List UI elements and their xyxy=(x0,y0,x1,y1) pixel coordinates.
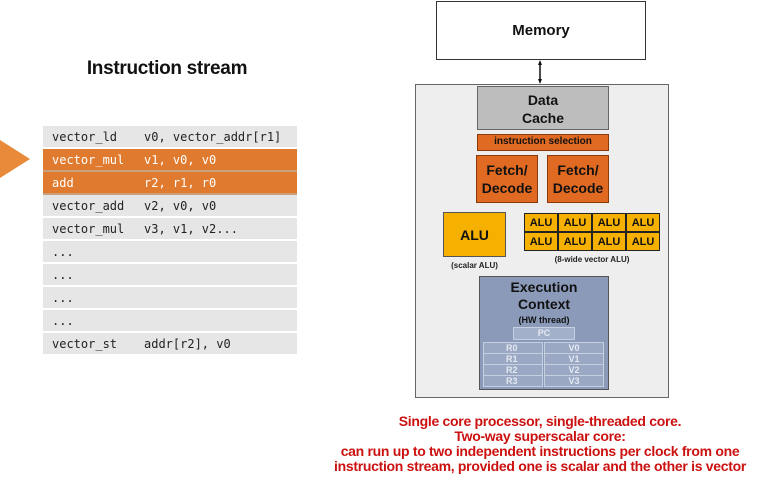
instruction-operands: v2, v0, v0 xyxy=(144,199,217,213)
vector-alu-lane: ALU xyxy=(525,233,557,250)
memory-cache-link-icon xyxy=(538,60,542,84)
vector-alu-lane: ALU xyxy=(593,233,625,250)
instruction-opcode: vector_ld xyxy=(52,130,118,144)
fetch-decode-label-1: Fetch/ xyxy=(486,162,528,178)
fetch-decode-label-2: Decode xyxy=(552,180,604,196)
fetch-decode-unit-2: Fetch/ Decode xyxy=(547,155,609,203)
scalar-register: R1 xyxy=(484,354,542,365)
vector-alu-lane: ALU xyxy=(593,214,625,231)
instruction-operands: v3, v1, v2... xyxy=(144,222,238,236)
instruction-row: vector_add v2, v0, v0 xyxy=(43,195,297,216)
data-cache-label-2: Cache xyxy=(521,110,565,126)
execution-context-title: Execution Context xyxy=(479,279,609,313)
instruction-stream-list: vector_ld v0, vector_addr[r1] vector_mul v1… xyxy=(43,126,297,356)
fetch-decode-unit-1: Fetch/ Decode xyxy=(476,155,538,203)
instruction-opcode: vector_st xyxy=(52,337,118,351)
instruction-opcode: vector_add xyxy=(52,199,125,213)
execution-context-title-1: Execution xyxy=(510,279,578,295)
vector-alu-lane: ALU xyxy=(525,214,557,231)
scalar-register: R2 xyxy=(484,365,542,376)
instruction-row: ... xyxy=(43,241,297,262)
execution-context-title-2: Context xyxy=(517,296,571,312)
vector-alu-lane: ALU xyxy=(627,233,659,250)
scalar-register: R3 xyxy=(506,376,518,386)
instruction-selection: instruction selection xyxy=(477,134,609,151)
caption-line-1: Single core processor, single-threaded c… xyxy=(398,413,682,429)
data-cache-label-1: Data xyxy=(527,92,559,108)
vector-register: V1 xyxy=(545,354,603,365)
fetch-decode-label-1: Fetch/ xyxy=(557,162,599,178)
instruction-row: vector_mul v3, v1, v2... xyxy=(43,218,297,239)
vector-register: V0 xyxy=(545,343,603,354)
instruction-operands: addr[r2], v0 xyxy=(144,337,231,351)
instruction-operands: r2, r1, r0 xyxy=(144,176,217,190)
scalar-alu-caption: (scalar ALU) xyxy=(451,261,498,270)
instruction-row: add r2, r1, r0 xyxy=(43,172,297,193)
program-counter: PC xyxy=(513,327,575,340)
scalar-register: R0 xyxy=(484,343,542,354)
instruction-row: vector_mul v1, v0, v0 xyxy=(43,149,297,170)
instruction-opcode: vector_mul xyxy=(52,153,125,167)
instruction-opcode: vector_mul xyxy=(52,222,125,236)
scalar-alu: ALU xyxy=(443,212,506,257)
vector-alu-lane: ALU xyxy=(559,233,591,250)
instruction-opcode: ... xyxy=(52,268,74,282)
instruction-stream-title: Instruction stream xyxy=(86,58,248,79)
instruction-operands: v0, vector_addr[r1] xyxy=(144,130,282,144)
vector-alu-lane: ALU xyxy=(559,214,591,231)
caption-line-4: instruction stream, provided one is scal… xyxy=(334,458,746,474)
caption-line-2: Two-way superscalar core: xyxy=(454,428,626,444)
current-instruction-arrow-icon xyxy=(0,140,30,178)
vector-register: V3 xyxy=(568,376,580,386)
instruction-opcode: ... xyxy=(52,245,74,259)
fetch-decode-label-2: Decode xyxy=(481,180,533,196)
execution-context-subtitle: (HW thread) xyxy=(518,315,570,325)
instruction-row: vector_ld v0, vector_addr[r1] xyxy=(43,126,297,147)
caption-line-3: can run up to two independent instructio… xyxy=(340,443,740,459)
vector-alu-lane: ALU xyxy=(627,214,659,231)
instruction-row: ... xyxy=(43,264,297,285)
instruction-operands: v1, v0, v0 xyxy=(144,153,217,167)
memory-box: Memory xyxy=(436,1,646,60)
instruction-opcode: ... xyxy=(52,314,74,328)
instruction-opcode: ... xyxy=(52,291,74,305)
vector-alu-caption: (8-wide vector ALU) xyxy=(554,255,630,264)
instruction-row: ... xyxy=(43,287,297,308)
diagram-caption: Single core processor, single-threaded c… xyxy=(300,414,780,474)
instruction-row: vector_st addr[r2], v0 xyxy=(43,333,297,354)
instruction-row: ... xyxy=(43,310,297,331)
data-cache: Data Cache xyxy=(477,86,609,130)
vector-register: V2 xyxy=(545,365,603,376)
instruction-opcode: add xyxy=(52,176,74,190)
